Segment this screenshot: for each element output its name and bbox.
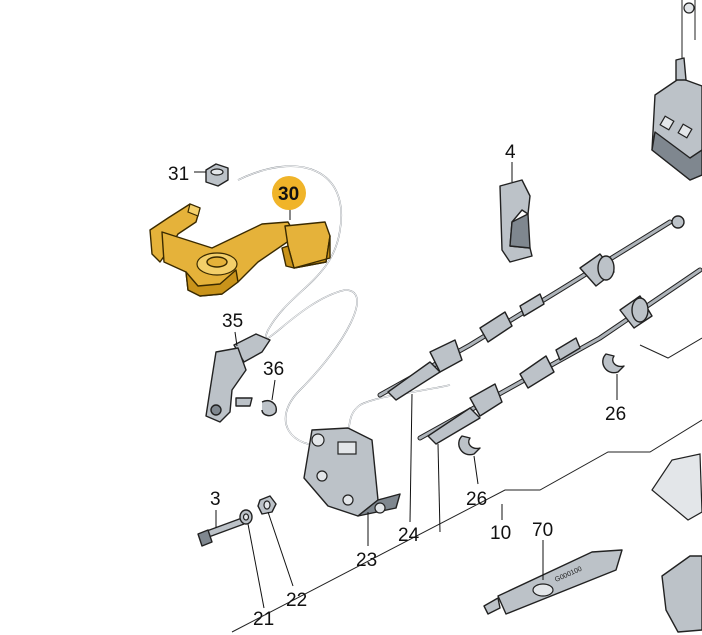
- callout-10: 10: [490, 523, 511, 544]
- grease-tube-70: G000100: [483, 549, 623, 615]
- lever-35: [205, 333, 271, 423]
- callout-70: 70: [532, 520, 553, 541]
- callout-21: 21: [253, 609, 274, 630]
- bolt-3: [197, 517, 245, 547]
- gear-lever-30: [149, 203, 331, 297]
- callout-30-highlight: [272, 176, 306, 210]
- nut-22: [257, 495, 277, 515]
- bracket-23: [303, 427, 401, 517]
- shift-cable: [417, 267, 702, 445]
- clip-36: [261, 400, 277, 417]
- routing-outline: [237, 165, 451, 447]
- bracket-4: [499, 179, 533, 263]
- console-parts: [651, 453, 702, 633]
- callout-22: 22: [286, 590, 307, 611]
- selector-cable: [377, 215, 685, 401]
- callout-3: 3: [210, 489, 221, 510]
- callout-36: 36: [263, 359, 284, 380]
- callout-24: 24: [398, 525, 420, 546]
- callout-26-left: 26: [466, 489, 487, 510]
- shift-housing: [651, 0, 702, 181]
- washer-21: [239, 509, 253, 525]
- callout-35: 35: [222, 311, 243, 332]
- callout-31: 31: [168, 164, 189, 185]
- callout-26-right: 26: [605, 404, 626, 425]
- callout-30: 30: [278, 184, 299, 205]
- circlip-26-left: [458, 435, 481, 456]
- callout-4: 4: [505, 142, 516, 163]
- circlip-26-right: [602, 353, 625, 374]
- callout-23: 23: [356, 550, 377, 571]
- assembly-frame: [231, 337, 702, 633]
- nut-31: [205, 163, 229, 187]
- leader-lines: [194, 162, 618, 609]
